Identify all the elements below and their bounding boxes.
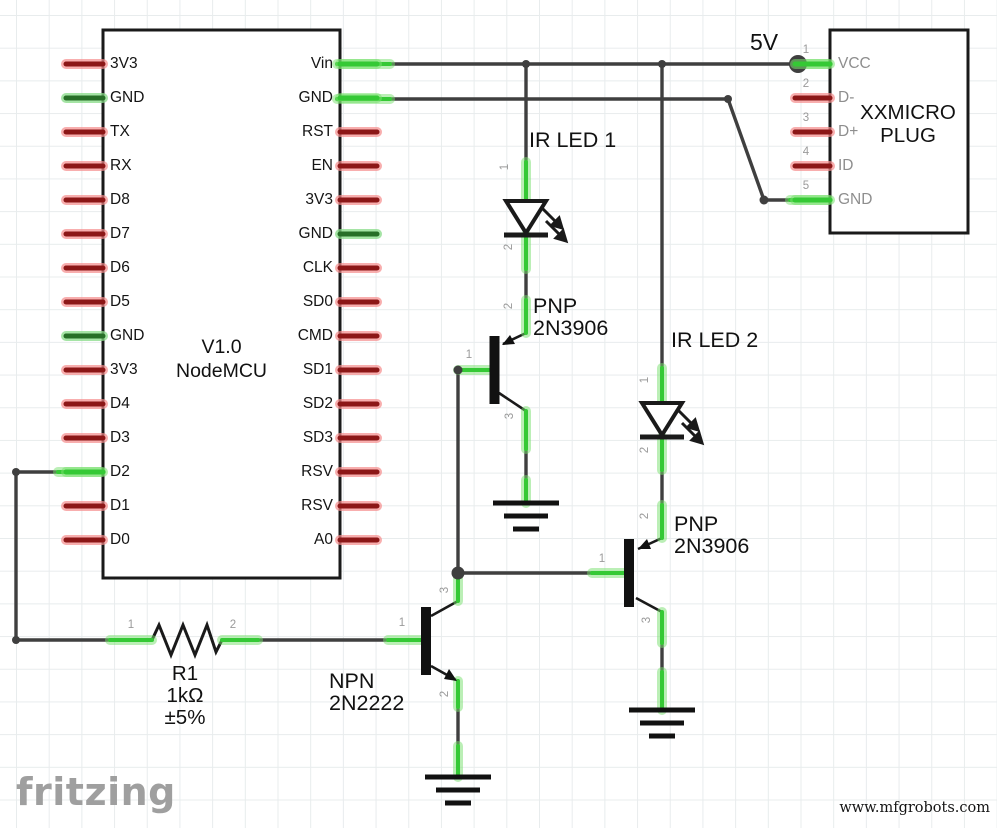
nodemcu-pin-right-SD0: SD0	[302, 293, 333, 310]
r1-label: R1 1kΩ ±5%	[137, 663, 233, 729]
component-pin-number-2: 2	[229, 619, 237, 631]
supply-5v-label: 5V	[750, 29, 779, 55]
nodemcu-pin-right-RSV: RSV	[301, 497, 333, 514]
pnp2-type: PNP	[674, 512, 719, 536]
pnp1-symbol	[489, 335, 515, 404]
ground-2	[629, 707, 695, 739]
ir-led-1-symbol	[502, 199, 569, 244]
nodemcu-pin-right-RSV: RSV	[301, 463, 333, 480]
nodemcu-pin-left-D5: D5	[110, 293, 130, 310]
pnp1-part: 2N3906	[533, 316, 609, 340]
pnp2-part: 2N3906	[674, 534, 750, 558]
plug-pin-number-3: 3	[802, 112, 810, 124]
nodemcu-pin-right-Vin: Vin	[310, 55, 333, 72]
pnp2-emitter-arrow	[638, 539, 651, 549]
component-pin-number-3: 3	[641, 616, 653, 624]
component-pin-number-2: 2	[503, 302, 515, 310]
nodemcu-pin-left-D2: D2	[110, 463, 130, 480]
npn-part: 2N2222	[329, 691, 405, 715]
component-pin-number-1: 1	[499, 163, 511, 171]
nodemcu-pin-right-SD3: SD3	[302, 429, 333, 446]
nodemcu-pin-left-RX: RX	[110, 157, 132, 174]
nodemcu-pin-left-D4: D4	[110, 395, 130, 412]
nodemcu-pin-left-3V3: 3V3	[110, 55, 138, 72]
pnp1-emitter-arrow	[502, 335, 515, 345]
plug-pin-label-ID: ID	[838, 157, 854, 174]
nodemcu-pin-right-SD1: SD1	[302, 361, 333, 378]
nodemcu-pin-right-A0: A0	[314, 531, 333, 548]
pnp2-symbol	[624, 539, 651, 607]
component-pin-number-1: 1	[598, 553, 606, 565]
plug-pin-number-4: 4	[802, 146, 810, 158]
r1-value: 1kΩ	[166, 684, 204, 707]
plug-pin-label-VCC: VCC	[838, 55, 871, 72]
nodemcu-pin-left-GND: GND	[110, 89, 145, 106]
component-pin-number-1: 1	[465, 349, 473, 361]
nodemcu-pin-left-D6: D6	[110, 259, 130, 276]
npn-type: NPN	[329, 669, 375, 693]
npn-label: NPN 2N2222	[329, 670, 404, 714]
nodemcu-pin-right-RST: RST	[302, 123, 333, 140]
r1-name: R1	[171, 662, 199, 685]
plug-title-line2: PLUG	[880, 124, 936, 147]
ir-led-1-label: IR LED 1	[529, 128, 617, 152]
nodemcu-pin-left-D0: D0	[110, 531, 130, 548]
component-pin-number-1: 1	[127, 619, 135, 631]
npn-symbol	[421, 607, 457, 681]
pnp1-label: PNP 2N3906	[533, 295, 608, 339]
plug-title-line1: XXMICRO	[860, 101, 956, 124]
nodemcu-pin-right-CMD: CMD	[297, 327, 333, 344]
nodemcu-name: NodeMCU	[175, 360, 268, 382]
ground-1	[493, 500, 559, 532]
nodemcu-title: V1.0 NodeMCU	[103, 335, 340, 383]
npn-emitter-arrow	[444, 669, 457, 681]
ir-led-2-label: IR LED 2	[671, 328, 759, 352]
usb-micro-plug-body	[828, 28, 970, 235]
component-pin-number-3: 3	[439, 586, 451, 594]
nodemcu-pin-left-D8: D8	[110, 191, 130, 208]
nodemcu-pin-left-3V3: 3V3	[110, 361, 138, 378]
component-pin-number-1: 1	[639, 376, 651, 384]
resistor-symbol	[150, 620, 224, 660]
nodemcu-pin-right-GND: GND	[298, 225, 333, 242]
nodemcu-pin-right-EN: EN	[311, 157, 333, 174]
nodemcu-pin-left-D1: D1	[110, 497, 130, 514]
plug-pin-label-D-: D-	[838, 89, 855, 106]
component-pin-number-2: 2	[639, 512, 651, 520]
nodemcu-pin-right-CLK: CLK	[302, 259, 333, 276]
component-pin-number-2: 2	[639, 446, 651, 454]
component-pin-number-2: 2	[503, 243, 515, 251]
transistor-leads	[430, 331, 663, 682]
nodemcu-pin-left-D7: D7	[110, 225, 130, 242]
nodemcu-chip-body	[101, 28, 342, 580]
ground-symbols	[425, 500, 695, 806]
component-pin-number-1: 1	[398, 617, 406, 629]
ground-3	[425, 774, 491, 806]
pnp2-label: PNP 2N3906	[674, 513, 749, 557]
component-pin-number-3: 3	[504, 412, 516, 420]
footer-url: www.mfgrobots.com	[839, 800, 990, 816]
wire-gnd-diagonal	[726, 98, 766, 201]
led1-emission-arrows	[539, 205, 569, 244]
pnp1-type: PNP	[533, 294, 578, 318]
nodemcu-pin-right-GND: GND	[298, 89, 333, 106]
nodemcu-version: V1.0	[201, 336, 242, 358]
ir-led-2-symbol	[638, 401, 705, 446]
fritzing-watermark: fritzing	[16, 770, 176, 814]
nodemcu-pin-left-D3: D3	[110, 429, 130, 446]
nodemcu-pin-left-GND: GND	[110, 327, 145, 344]
plug-pin-label-GND: GND	[838, 191, 873, 208]
plug-pin-number-5: 5	[802, 180, 810, 192]
component-pin-number-2: 2	[439, 690, 451, 698]
r1-tolerance: ±5%	[164, 706, 206, 729]
plug-pin-label-D+: D+	[838, 123, 859, 140]
plug-pin-number-2: 2	[802, 78, 810, 90]
nodemcu-pin-left-TX: TX	[110, 123, 130, 140]
plug-title: XXMICRO PLUG	[838, 101, 978, 147]
nodemcu-pin-right-3V3: 3V3	[305, 191, 333, 208]
led2-emission-arrows	[675, 407, 705, 446]
nodemcu-pin-right-SD2: SD2	[302, 395, 333, 412]
plug-pin-number-1: 1	[802, 44, 810, 56]
